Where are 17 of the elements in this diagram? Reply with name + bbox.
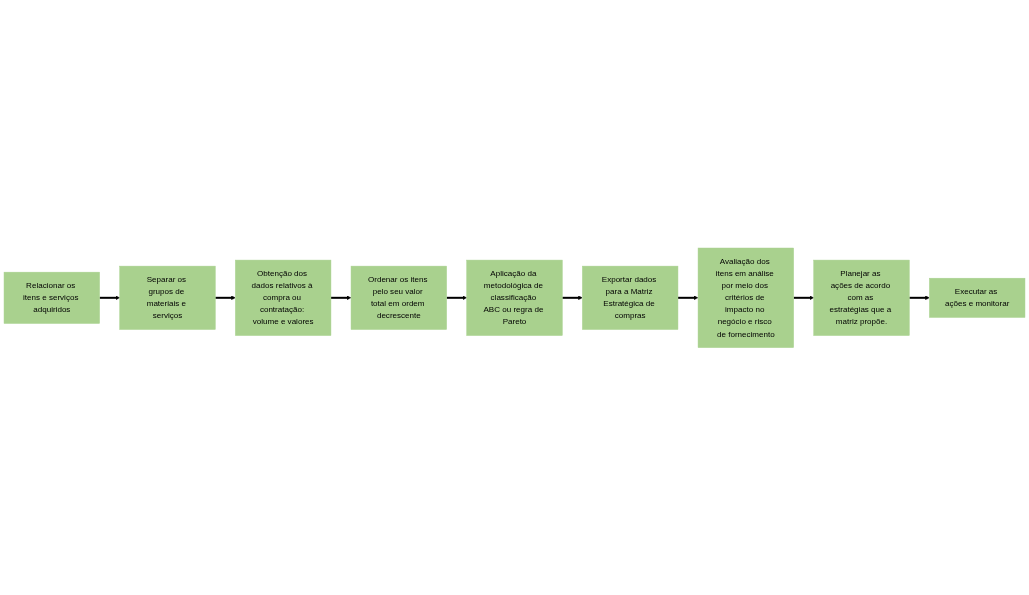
arrow bbox=[562, 295, 583, 300]
arrow bbox=[99, 295, 120, 300]
arrow bbox=[215, 295, 236, 300]
arrow bbox=[793, 295, 814, 300]
arrow bbox=[330, 295, 352, 300]
node-box: Obtenção dos dados relativos à compra ou contratação: volume e valores bbox=[235, 259, 332, 336]
node-box: Exportar dados para a Matriz Estratégica de compras bbox=[582, 265, 679, 330]
node-box: Separar os grupos de materiais e serviços bbox=[119, 265, 216, 330]
arrow bbox=[909, 295, 930, 300]
node-box: Relacionar os itens e serviços adquiridos bbox=[3, 271, 100, 324]
node-box: Executar as ações e monitorar bbox=[929, 277, 1026, 318]
node-box: Avaliação dos itens em análise por meio dos critérios de impacto no negócio e risco de fornecimento bbox=[697, 247, 794, 348]
arrow bbox=[677, 295, 699, 300]
arrow bbox=[446, 295, 467, 300]
node-box: Ordenar os itens pelo seu valor total em ordem decrescente bbox=[350, 265, 447, 330]
node-box: Aplicação da metodológica de classificação ABC ou regra de Pareto bbox=[466, 259, 563, 336]
node-box: Planejar as ações de acordo com as estratégias que a matriz propõe. bbox=[813, 259, 910, 336]
